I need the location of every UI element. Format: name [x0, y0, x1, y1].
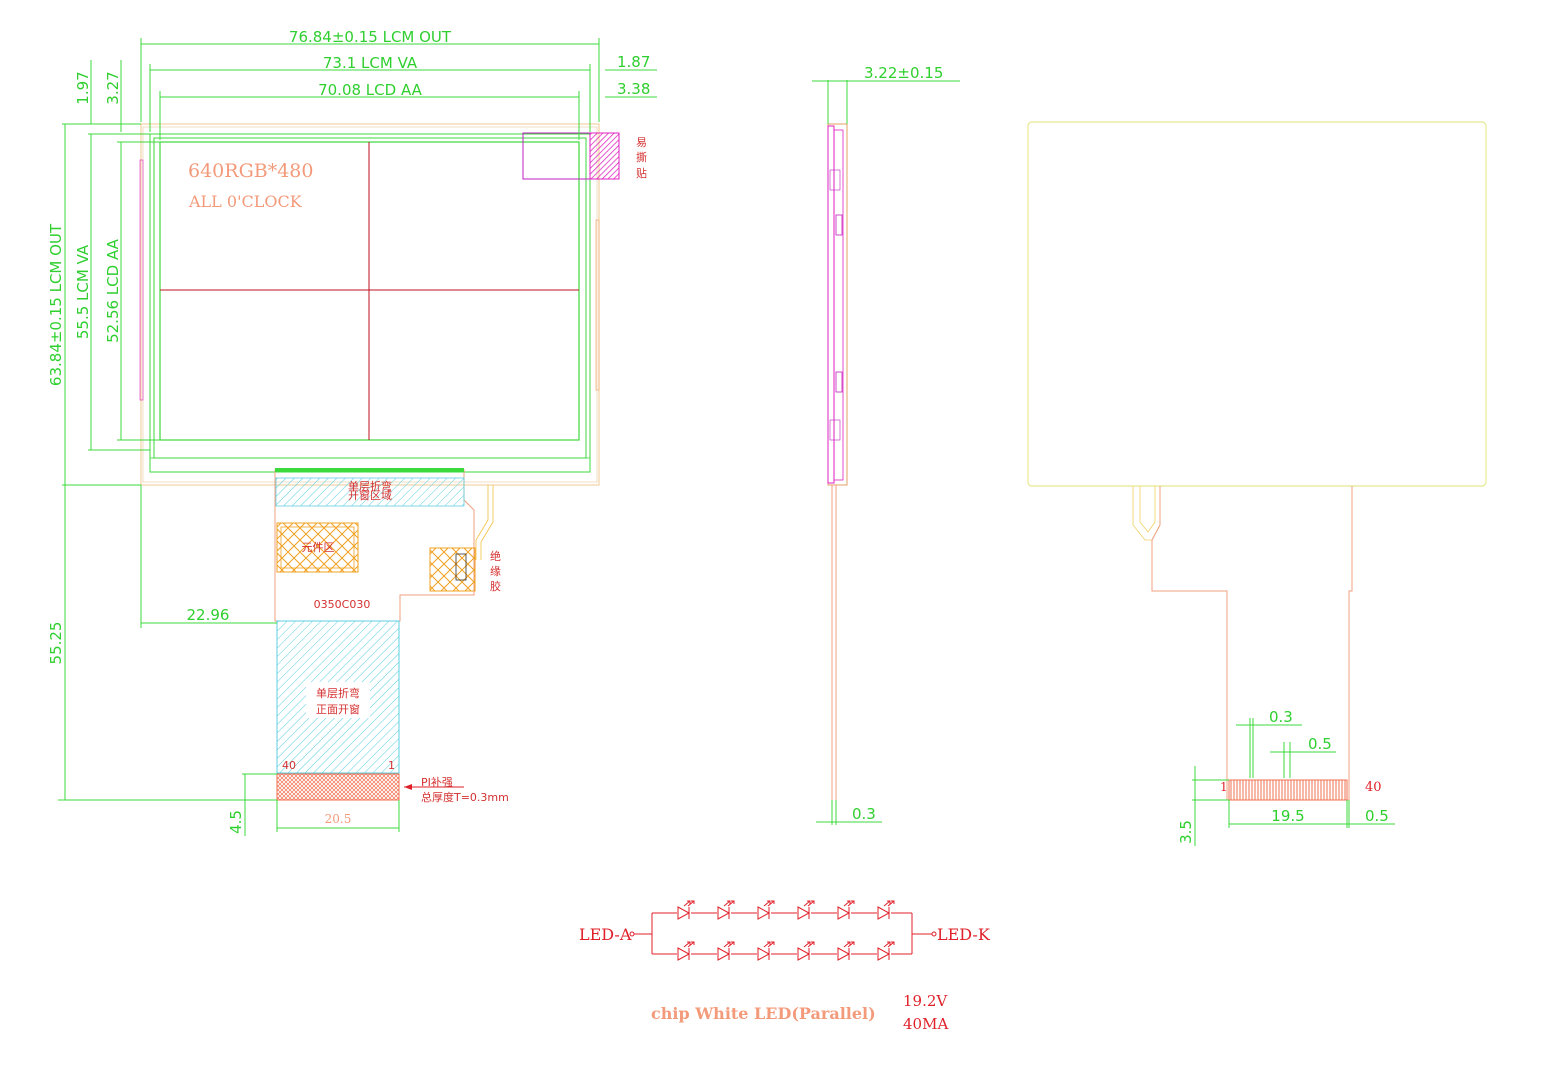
dim-fpc-length: 55.25	[47, 622, 65, 665]
led-diode	[877, 900, 895, 920]
side-outline	[827, 123, 848, 486]
dim-contact-height: 3.5	[1177, 820, 1195, 844]
led-diode	[677, 941, 695, 961]
dim-lcm-out-width: 76.84±0.15 LCM OUT	[289, 28, 452, 46]
back-contacts	[1228, 779, 1348, 801]
dim-tail-width: 20.5	[325, 812, 352, 826]
tab-label-3: 贴	[636, 166, 647, 180]
bend-label-1: 单层折弯	[316, 686, 360, 700]
led-diode	[797, 900, 815, 920]
fpc-bond-strip	[275, 468, 464, 472]
backlight-current: 40MA	[903, 1015, 948, 1033]
tab-label-1: 易	[636, 136, 647, 149]
led-diode	[837, 941, 855, 961]
dim-pitch: 0.3	[1269, 708, 1293, 726]
insulation-label-1: 绝	[490, 549, 501, 563]
bend-window-small	[275, 477, 465, 507]
back-outline	[1027, 121, 1487, 487]
dim-side-thickness: 3.22±0.15	[864, 64, 943, 82]
tab-label-2: 撕	[636, 150, 647, 164]
component-zone	[276, 522, 359, 573]
lcm-va-outline	[149, 133, 591, 473]
back-pin-40: 40	[1365, 780, 1382, 795]
backlight-description: chip White LED(Parallel)	[651, 1004, 876, 1023]
dim-tail-height: 4.5	[227, 810, 245, 834]
side-view: 3.22±0.15 0.3	[812, 64, 960, 825]
dim-lcd-aa-width: 70.08 LCD AA	[318, 81, 423, 99]
led-k-label: LED-K	[937, 925, 991, 944]
insulation-label-3: 胶	[490, 579, 501, 593]
insulation-tape	[429, 547, 476, 592]
dim-fpc-offset: 22.96	[187, 606, 230, 624]
led-diode	[757, 900, 775, 920]
resolution-label: 640RGB*480	[188, 160, 313, 182]
dim-contact-width: 19.5	[1271, 807, 1304, 825]
dim-lcm-out-height: 63.84±0.15 LCM OUT	[47, 223, 65, 386]
dim-right-2: 3.38	[617, 80, 650, 98]
pi-stiffener	[276, 773, 400, 801]
led-diode	[717, 941, 735, 961]
front-pin-1: 1	[388, 759, 395, 772]
back-view: 1 40 0.3 0.5 19.5 0.5 3.5	[1027, 121, 1487, 846]
led-diode	[837, 900, 855, 920]
dim-top-1: 1.97	[74, 71, 92, 104]
bend-small-label-1: 单层折弯	[348, 479, 392, 493]
led-schematic: LED-A LED-K chip White LED(Parallel) 19.…	[579, 900, 991, 1033]
dim-side-fpc-thickness: 0.3	[852, 805, 876, 823]
front-view: 易 撕 贴 640RGB*480 ALL 0'CLOCK 单层折弯 开窗区域 元…	[47, 28, 657, 836]
total-thickness-label: 总厚度T=0.3mm	[421, 790, 509, 804]
led-diode	[677, 900, 695, 920]
easy-peel-tab	[589, 132, 620, 180]
led-diode	[797, 941, 815, 961]
dim-pin-width: 0.5	[1308, 735, 1332, 753]
pi-label: PI补强	[421, 776, 453, 789]
led-diode	[717, 900, 735, 920]
viewing-angle-label: ALL 0'CLOCK	[188, 192, 303, 211]
insulation-label-2: 缘	[490, 565, 501, 578]
dim-lcm-va-width: 73.1 LCM VA	[323, 54, 418, 72]
bend-small-label-2: 开窗区域	[348, 488, 392, 502]
led-a-label: LED-A	[579, 925, 632, 944]
dim-right-1: 1.87	[617, 53, 650, 71]
dim-lcd-aa-height: 52.56 LCD AA	[104, 238, 122, 343]
dim-top-2: 3.27	[104, 71, 122, 104]
fpc-code: 0350C030	[314, 598, 371, 611]
component-zone-label: 元件区	[302, 541, 335, 554]
back-fpc	[1151, 486, 1353, 801]
front-pin-40: 40	[282, 759, 296, 772]
dim-lcm-va-height: 55.5 LCM VA	[74, 244, 92, 339]
back-pin-1: 1	[1220, 780, 1228, 794]
backlight-voltage: 19.2V	[903, 992, 948, 1010]
led-diode	[877, 941, 895, 961]
led-diode	[757, 941, 775, 961]
dim-edge: 0.5	[1365, 807, 1389, 825]
bend-label-2: 正面开窗	[316, 702, 360, 716]
